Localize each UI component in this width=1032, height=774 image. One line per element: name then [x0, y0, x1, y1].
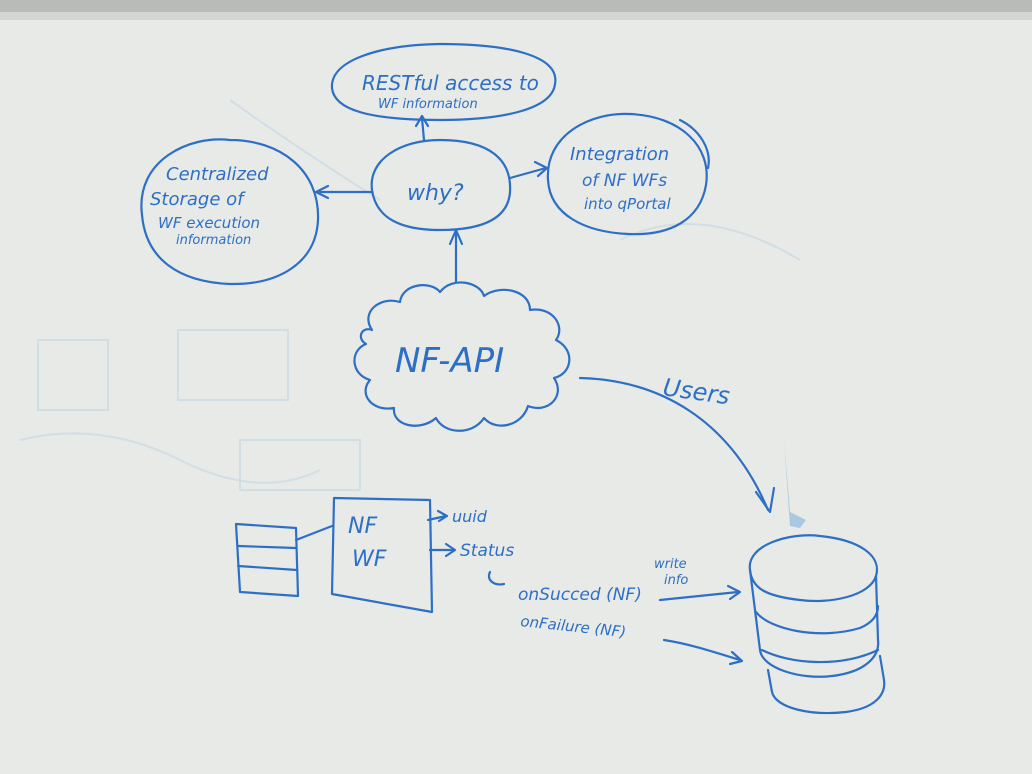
restful-line2: WF information [378, 97, 478, 112]
why-node: why? [370, 138, 512, 232]
centralized-line3: WF execution [158, 214, 260, 232]
nf-wf-node: NF WF [330, 496, 434, 614]
nf-wf-line1: NF [348, 514, 377, 539]
centralized-line4: information [176, 233, 251, 248]
uuid-label: uuid [452, 507, 488, 526]
integration-line2: of NF WFs [582, 171, 667, 191]
centralized-node: Centralized Storage of WF execution info… [140, 138, 320, 286]
why-arrows [314, 114, 549, 284]
nf-wf-line2: WF [352, 547, 387, 572]
restful-line1: RESTful access to [362, 71, 539, 95]
nf-api-node: NF-API [353, 281, 571, 432]
writeinfo-line1: write [654, 557, 687, 572]
whiteboard-frame-top [0, 0, 1032, 14]
onsucceed-label: onSucced (NF) [518, 585, 642, 605]
centralized-line2: Storage of [150, 189, 246, 210]
nf-api-label: NF-API [395, 341, 504, 381]
status-label: Status [460, 541, 514, 561]
integration-line3: into qPortal [584, 195, 671, 213]
cloud-shape-icon [353, 281, 571, 432]
writeinfo-line2: info [664, 573, 688, 588]
database-cylinder-icon [748, 440, 886, 715]
nf-wf-outputs: uuid Status [426, 507, 514, 586]
restful-node: RESTful access to WF information [330, 42, 557, 122]
erased-ghost-marks [19, 99, 801, 491]
integration-node: Integration of NF WFs into qPortal [546, 112, 710, 236]
centralized-line1: Centralized [166, 164, 269, 185]
integration-line1: Integration [570, 144, 669, 165]
list-table-icon [234, 522, 334, 598]
why-label: why? [407, 181, 464, 206]
